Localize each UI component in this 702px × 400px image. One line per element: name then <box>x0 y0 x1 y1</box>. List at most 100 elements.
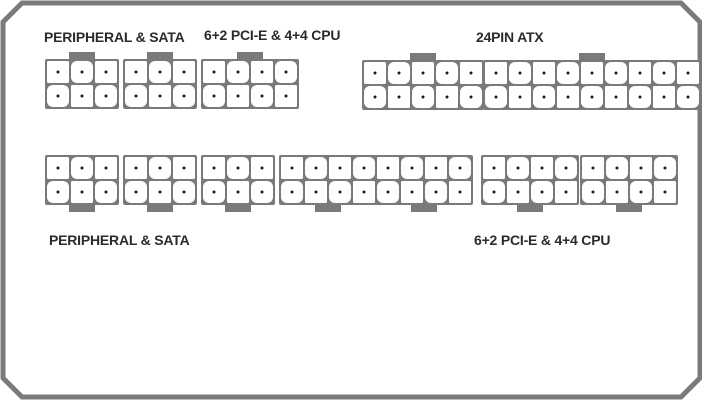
connector-latch <box>410 53 436 61</box>
pin-dot <box>445 95 449 99</box>
pin-dot <box>80 166 84 170</box>
pin-dot <box>158 94 162 98</box>
pin-dot <box>518 71 522 75</box>
connector-latch <box>411 204 437 212</box>
connector-latch <box>69 204 95 212</box>
pin-dot <box>540 190 544 194</box>
connector-top-peripheral-2 <box>123 52 197 109</box>
pin-dot <box>182 94 186 98</box>
pin-dot <box>516 166 520 170</box>
pin-dot <box>410 190 414 194</box>
pin-dot <box>56 70 60 74</box>
pin-dot <box>212 70 216 74</box>
connector-latch <box>237 52 263 60</box>
pin-dot <box>638 95 642 99</box>
pin-dot <box>591 166 595 170</box>
pin-dot <box>492 190 496 194</box>
pin-dot <box>212 94 216 98</box>
pin-dot <box>260 190 264 194</box>
pin-dot <box>236 94 240 98</box>
pin-dot <box>314 190 318 194</box>
connector-top-pcie-cpu <box>201 52 299 109</box>
pin-dot <box>639 190 643 194</box>
label-top-right: 24PIN ATX <box>476 29 544 45</box>
pin-dot <box>494 71 498 75</box>
pin-dot <box>663 190 667 194</box>
pin-dot <box>663 166 667 170</box>
pin-dot <box>638 71 642 75</box>
connector-top-peripheral-1 <box>45 52 119 109</box>
pin-dot <box>236 190 240 194</box>
pin-dot <box>56 94 60 98</box>
pin-dot <box>134 166 138 170</box>
connector-bottom-pcie-cpu-1 <box>481 155 579 212</box>
pin-dot <box>434 166 438 170</box>
pin-dot <box>212 166 216 170</box>
pin-dot <box>421 71 425 75</box>
pin-dot <box>290 166 294 170</box>
pin-dot <box>458 190 462 194</box>
pin-dot <box>182 190 186 194</box>
pin-dot <box>591 190 595 194</box>
pin-dot <box>516 190 520 194</box>
pin-dot <box>566 95 570 99</box>
pin-dot <box>542 71 546 75</box>
pin-dot <box>314 166 318 170</box>
pin-dot <box>469 95 473 99</box>
pin-dot <box>284 94 288 98</box>
pin-dot <box>458 166 462 170</box>
pin-dot <box>284 70 288 74</box>
connector-bottom-peripheral-4 <box>279 155 377 212</box>
connector-latch <box>616 204 642 212</box>
pin-dot <box>386 166 390 170</box>
pin-dot <box>494 95 498 99</box>
pin-dot <box>386 190 390 194</box>
pin-dot <box>80 94 84 98</box>
connector-latch <box>315 204 341 212</box>
connector-layer <box>45 52 701 212</box>
pin-dot <box>56 190 60 194</box>
label-top-middle: 6+2 PCI-E & 4+4 CPU <box>204 27 341 43</box>
pin-dot <box>564 190 568 194</box>
pin-dot <box>421 95 425 99</box>
pin-dot <box>410 166 414 170</box>
pin-dot <box>686 71 690 75</box>
pin-dot <box>290 190 294 194</box>
connector-bottom-pcie-cpu-2 <box>580 155 678 212</box>
pin-dot <box>434 190 438 194</box>
pin-dot <box>662 95 666 99</box>
pin-dot <box>134 190 138 194</box>
pin-dot <box>540 166 544 170</box>
pin-dot <box>80 70 84 74</box>
pin-dot <box>158 70 162 74</box>
connector-top-atx-18pin <box>483 53 701 110</box>
pin-dot <box>338 166 342 170</box>
connector-bottom-peripheral-5 <box>375 155 473 212</box>
pin-dot <box>260 166 264 170</box>
pin-dot <box>445 71 449 75</box>
connector-latch <box>69 52 95 60</box>
pin-dot <box>542 95 546 99</box>
pin-dot <box>686 95 690 99</box>
pin-dot <box>373 95 377 99</box>
connector-housing <box>279 155 377 205</box>
pin-dot <box>614 71 618 75</box>
connector-latch <box>225 204 251 212</box>
connector-bottom-peripheral-3 <box>201 155 275 212</box>
connector-bottom-peripheral-1 <box>45 155 119 212</box>
connector-bottom-peripheral-2 <box>123 155 197 212</box>
connector-latch <box>147 52 173 60</box>
pin-dot <box>236 166 240 170</box>
pin-dot <box>182 166 186 170</box>
pin-dot <box>566 71 570 75</box>
pin-dot <box>104 94 108 98</box>
pin-dot <box>158 166 162 170</box>
pin-dot <box>260 94 264 98</box>
connector-housing <box>481 155 579 205</box>
pin-dot <box>80 190 84 194</box>
pin-dot <box>639 166 643 170</box>
pin-dot <box>104 190 108 194</box>
connector-housing <box>201 59 299 109</box>
pin-dot <box>56 166 60 170</box>
